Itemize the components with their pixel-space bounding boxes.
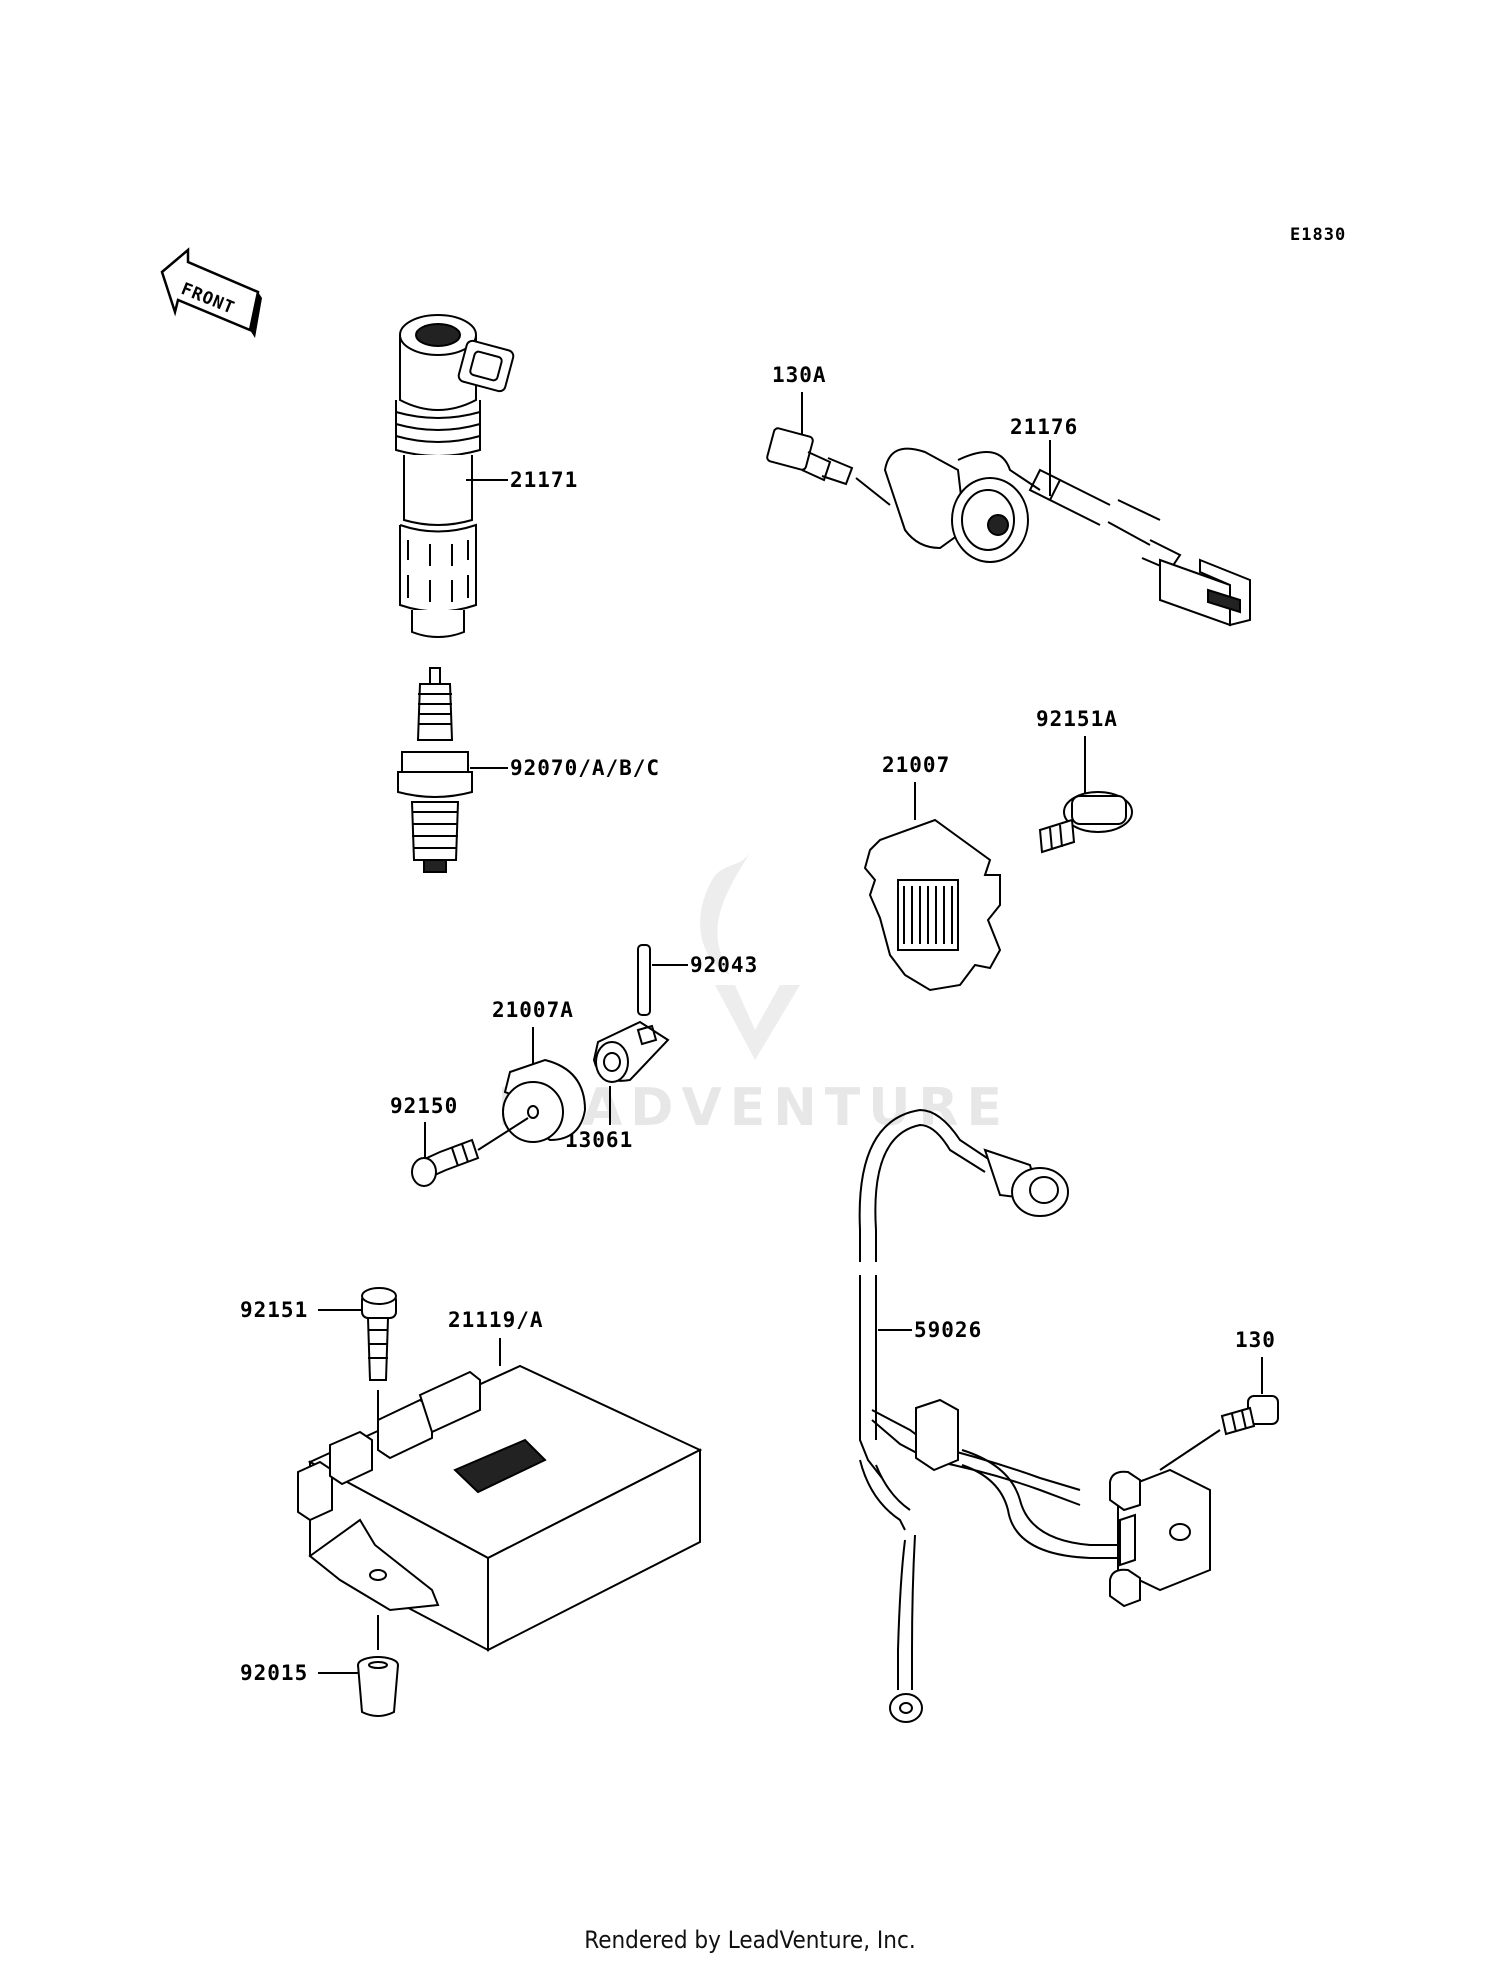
rotor-21007-drawing [863,818,1002,992]
part-label-21007: 21007 [882,753,950,777]
part-label-92151: 92151 [240,1298,308,1322]
part-label-92150: 92150 [390,1094,458,1118]
front-arrow-icon: FRONT [160,247,262,338]
igniter-unit-drawing [297,1364,703,1652]
bolt-92151a-drawing [1038,791,1133,854]
part-label-21119: 21119/A [448,1308,544,1332]
bolt-92151-drawing [361,1287,397,1381]
part-label-21171: 21171 [510,468,578,492]
rotor-21007a-drawing [502,1058,587,1143]
part-label-59026: 59026 [914,1318,982,1342]
collar-92015-drawing [357,1656,399,1717]
spark-plug-drawing [397,667,473,873]
part-label-130: 130 [1235,1328,1276,1352]
part-label-21007A: 21007A [492,998,574,1022]
wire-lead-drawing [858,1108,1120,1723]
collar-13061-drawing [592,1020,670,1083]
crank-sensor-drawing [883,447,1251,627]
part-label-130A: 130A [772,363,827,387]
pin-92043-drawing [637,944,651,1016]
part-label-92151A: 92151A [1036,707,1118,731]
part-label-92070: 92070/A/B/C [510,756,660,780]
part-label-92043: 92043 [690,953,758,977]
part-label-21176: 21176 [1010,415,1078,439]
bracket-sensor-drawing [1109,1468,1211,1608]
bolt-92150-drawing [411,1138,480,1187]
footer-credit: Rendered by LeadVenture, Inc. [584,1926,915,1954]
part-label-13061: 13061 [565,1128,633,1152]
part-label-92015: 92015 [240,1661,308,1685]
bolt-130a-drawing [766,427,854,486]
diagram-code: E1830 [1290,225,1346,245]
bolt-130-drawing [1220,1395,1279,1436]
ignition-coil-drawing [395,314,515,638]
